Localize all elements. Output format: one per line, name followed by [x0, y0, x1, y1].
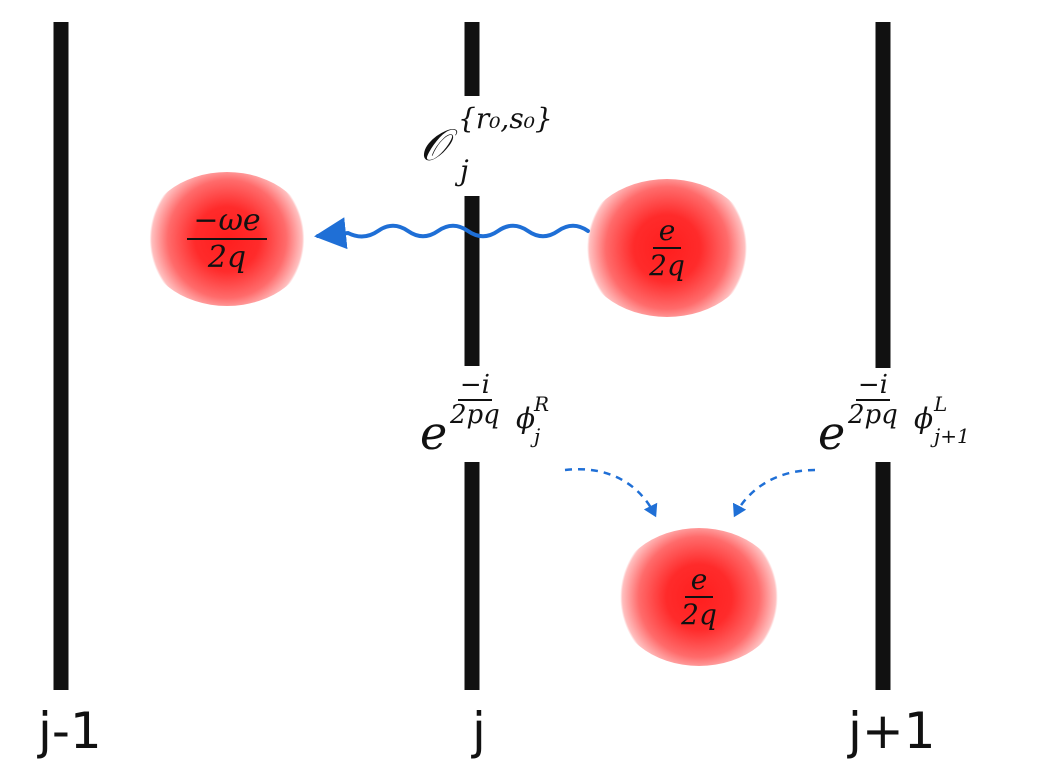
operator-superscript: {r₀,s₀} — [458, 102, 553, 135]
exp-j-fraction: −i 2pq — [450, 370, 500, 431]
charge-bottom-denominator: 2q — [681, 598, 717, 631]
exp-j1-denominator: 2pq — [848, 400, 898, 431]
exp-j-phi: ϕ — [516, 402, 536, 435]
charge-right-denominator: 2q — [649, 249, 685, 282]
charge-left-denominator: 2q — [207, 240, 247, 275]
charge-left-numerator: −ωe — [187, 204, 267, 240]
dashed-arrow-left — [564, 467, 658, 518]
wire-label-left: j-1 — [38, 702, 102, 760]
wire-label-mid: j — [472, 702, 486, 760]
exp-j-numerator: −i — [457, 370, 492, 402]
charge-blob-bottom: e 2q — [614, 528, 784, 666]
operator-label: 𝒪 {r₀,s₀} j — [420, 102, 620, 194]
exponential-label-j: e −i 2pq ϕ R j — [420, 370, 580, 460]
charge-fraction-left: −ωe 2q — [187, 204, 267, 275]
exponential-label-j1: e −i 2pq ϕ L j+1 — [818, 370, 1018, 460]
exp-j1-numerator: −i — [855, 370, 890, 402]
dashed-arrow-right — [732, 468, 816, 518]
exp-j-subscript: j — [534, 424, 541, 448]
operator-subscript: j — [460, 154, 469, 187]
exp-j1-phi: ϕ — [914, 402, 934, 435]
operator-symbol: 𝒪 — [420, 120, 448, 171]
charge-blob-right: e 2q — [580, 179, 754, 317]
charge-bottom-numerator: e — [684, 564, 714, 598]
wire-label-right: j+1 — [848, 702, 936, 760]
charge-blob-left: −ωe 2q — [143, 172, 311, 306]
exp-j-base: e — [420, 406, 448, 460]
exp-j1-base: e — [818, 406, 846, 460]
exp-j-superscript: R — [534, 392, 550, 416]
exp-j1-superscript: L — [934, 392, 948, 416]
charge-right-numerator: e — [652, 215, 682, 249]
exp-j1-fraction: −i 2pq — [848, 370, 898, 431]
exp-j1-subscript: j+1 — [934, 424, 970, 448]
exp-j-denominator: 2pq — [450, 400, 500, 431]
wavy-arrow — [314, 217, 590, 250]
charge-fraction-bottom: e 2q — [681, 564, 717, 631]
charge-fraction-right: e 2q — [649, 215, 685, 282]
